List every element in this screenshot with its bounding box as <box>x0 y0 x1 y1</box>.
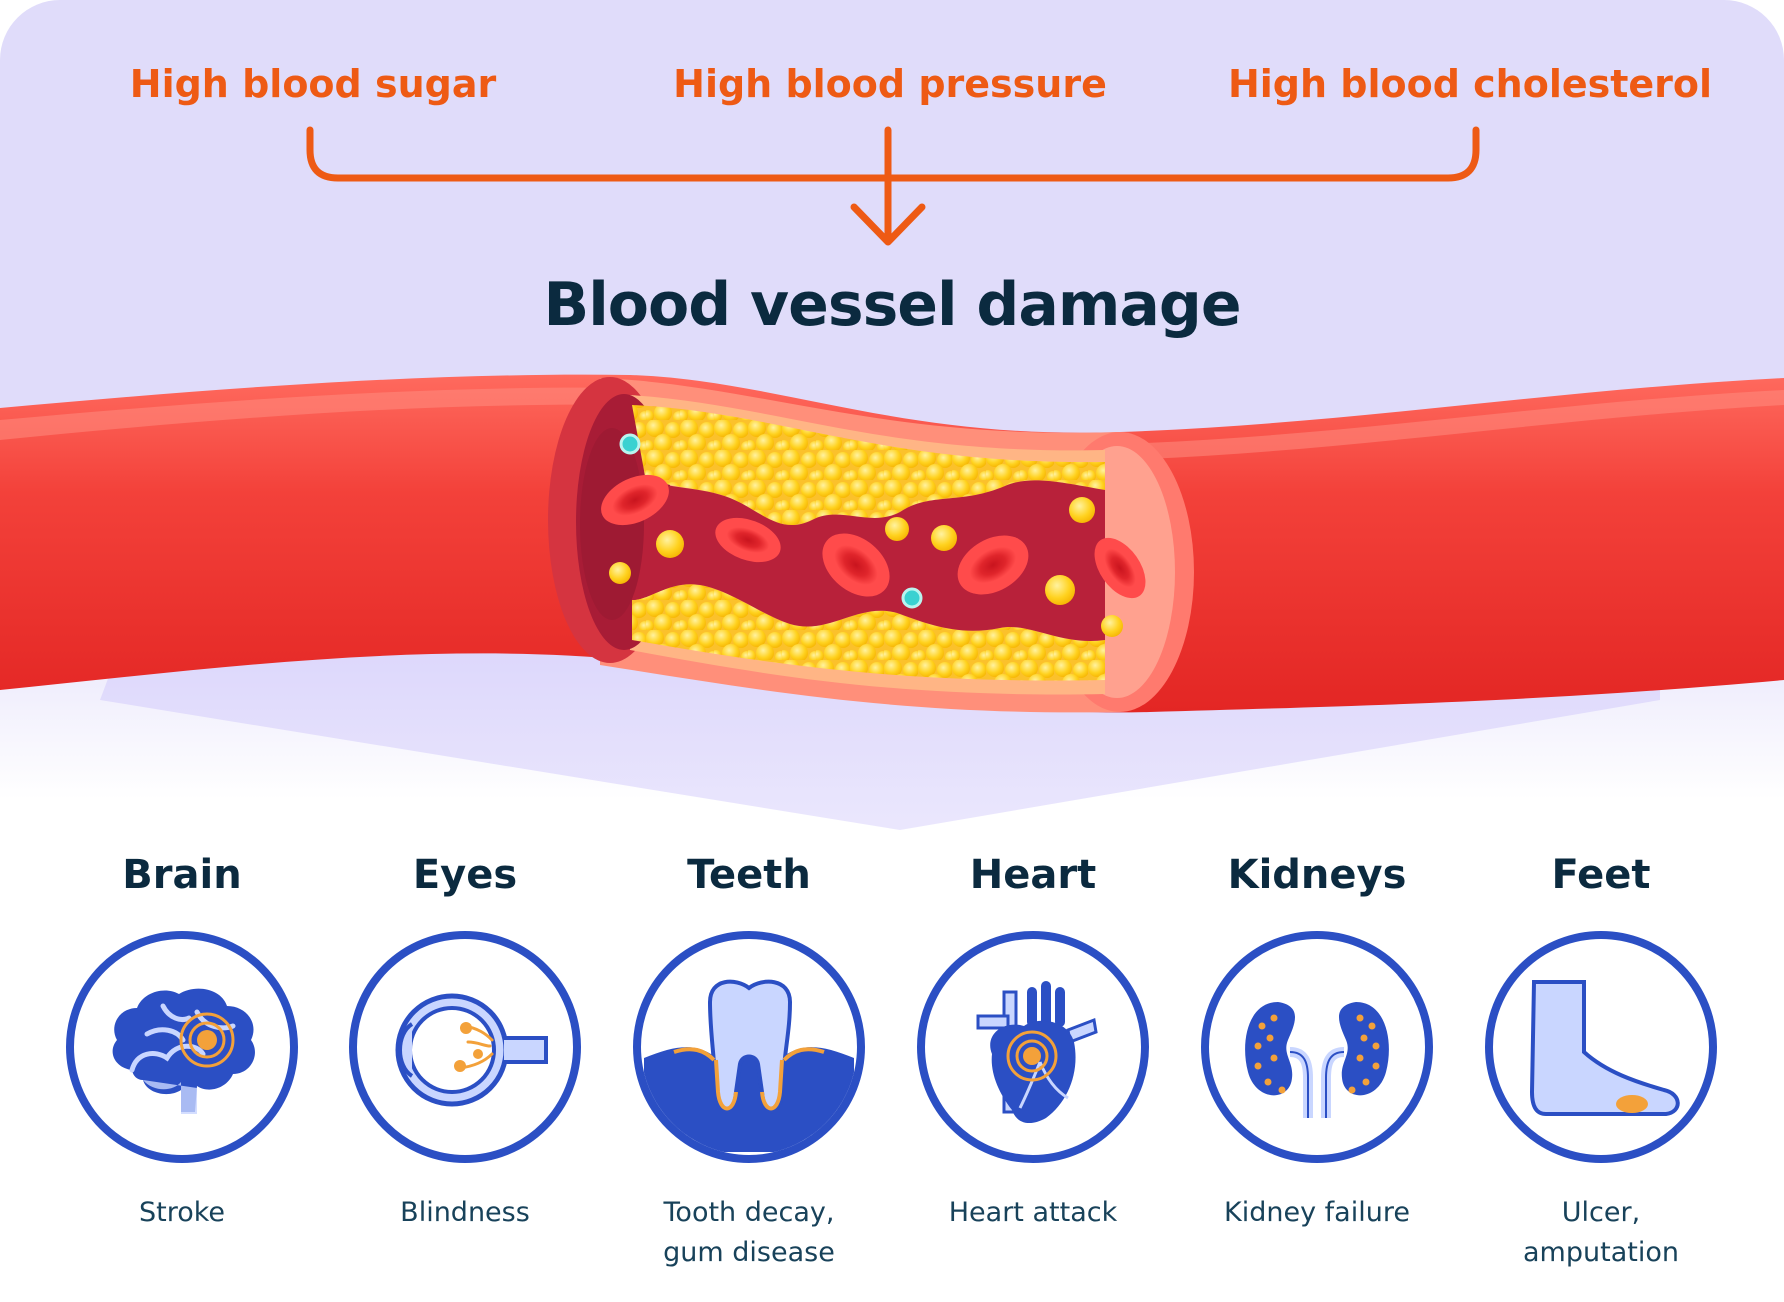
organ-circle <box>1201 931 1433 1163</box>
foot-icon <box>1529 980 1680 1116</box>
tooth-icon <box>644 979 854 1152</box>
kidneys-icon <box>1245 1002 1389 1118</box>
red-blood-cells <box>601 474 1146 599</box>
organ-kidneys: Kidneys Kidney failure <box>1187 845 1447 1233</box>
cholesterol-particles <box>609 497 1123 637</box>
eye-icon <box>395 993 548 1107</box>
cause-high-blood-sugar: High blood sugar <box>129 62 497 106</box>
glucose-particles <box>619 433 923 609</box>
organ-name: Eyes <box>412 852 518 898</box>
organ-circle <box>633 931 865 1163</box>
organ-circle <box>349 931 581 1163</box>
organ-effect: Ulcer, amputation <box>1523 1197 1679 1268</box>
heart-icon <box>976 981 1098 1124</box>
organ-name: Heart <box>969 852 1097 898</box>
brain-icon <box>112 988 255 1114</box>
organ-brain: Brain Stroke <box>52 845 312 1233</box>
organ-eyes: Eyes Blindness <box>335 845 595 1233</box>
organ-circle <box>1485 931 1717 1163</box>
organ-circle <box>917 931 1149 1163</box>
organ-effect: Kidney failure <box>1224 1197 1410 1228</box>
organ-feet: Feet Ulcer, amputation <box>1471 845 1731 1273</box>
organ-name: Brain <box>122 852 242 898</box>
organ-circle <box>66 931 298 1163</box>
organ-effect: Blindness <box>400 1197 530 1228</box>
organ-effect: Heart attack <box>948 1197 1118 1228</box>
cause-high-blood-cholesterol: High blood cholesterol <box>1227 62 1713 106</box>
organ-name: Feet <box>1551 852 1651 898</box>
organ-effect: Stroke <box>138 1197 226 1228</box>
cause-bracket <box>306 126 1480 246</box>
organ-name: Kidneys <box>1227 852 1407 898</box>
organ-effect: Tooth decay, gum disease <box>663 1197 835 1268</box>
organ-teeth: Teeth Tooth decay, gum disease <box>619 845 879 1273</box>
organ-name: Teeth <box>687 852 811 898</box>
cause-high-blood-pressure: High blood pressure <box>673 62 1107 106</box>
blood-vessel <box>0 374 1784 713</box>
main-title: Blood vessel damage <box>543 270 1241 340</box>
organ-heart: Heart Heart attack <box>903 845 1163 1233</box>
